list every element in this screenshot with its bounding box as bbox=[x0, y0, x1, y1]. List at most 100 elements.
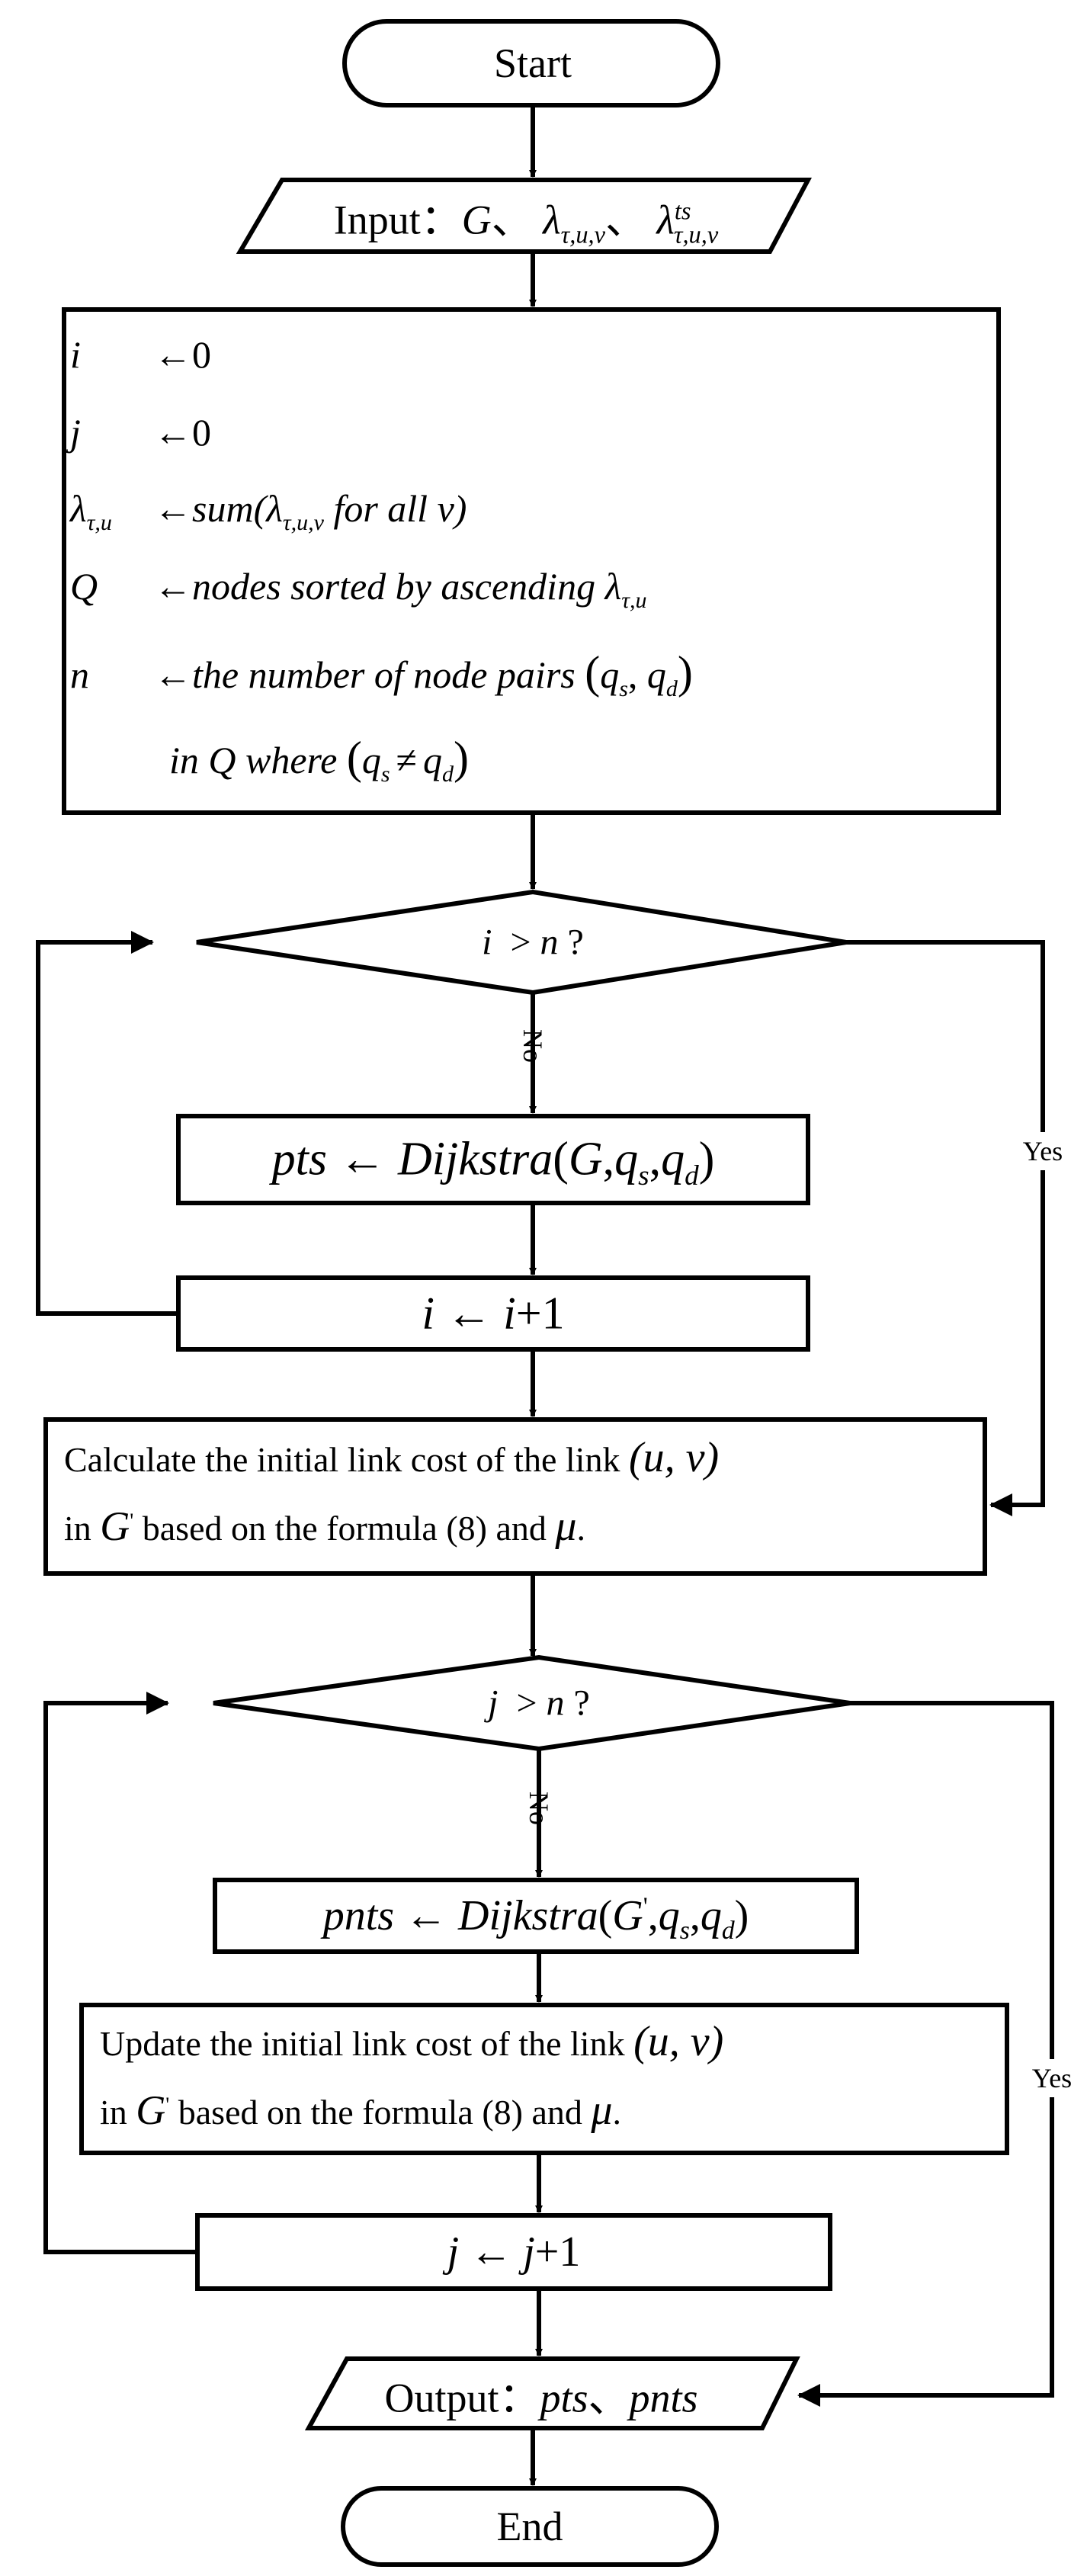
calc-dot: . bbox=[576, 1509, 585, 1548]
inc1-lhs: i bbox=[422, 1288, 435, 1339]
input-parallelogram bbox=[236, 178, 812, 254]
dijk1-label: pts ← Dijkstra(G,qs,qd) bbox=[271, 1133, 715, 1192]
init-lambda-arrow: ← bbox=[154, 487, 192, 530]
input-lambda-ts-sup: ts bbox=[674, 197, 691, 226]
calc-link-cost-box bbox=[43, 1417, 987, 1576]
dijk1-fn: Dijkstra bbox=[397, 1133, 553, 1185]
init-n-qd: q bbox=[646, 653, 666, 696]
init-q-arrow: ← bbox=[154, 565, 192, 608]
init-line-n: n←the number of node pairs (qs, qd) bbox=[70, 647, 693, 701]
dijk2-g-sup: ' bbox=[643, 1892, 648, 1921]
calc-text-2: based on the formula (8) and bbox=[133, 1509, 556, 1548]
input-lambda-ts-sub: τ,u,v bbox=[673, 221, 719, 249]
update-text-2: based on the formula (8) and bbox=[169, 2093, 592, 2132]
inc1-plus: +1 bbox=[515, 1288, 565, 1339]
update-in: in bbox=[100, 2093, 136, 2132]
update-dot: . bbox=[612, 2093, 621, 2132]
init-lambda-for-all: for all v) bbox=[323, 487, 467, 530]
init-where-qs-sub: s bbox=[380, 762, 390, 787]
dijk1-qd-sub: d bbox=[685, 1160, 699, 1192]
init-q-var: Q bbox=[70, 565, 98, 608]
inc1-label: i ← i+1 bbox=[422, 1288, 564, 1340]
init-line-lambda: λτ,u←sum(λτ,u,v for all v) bbox=[70, 486, 467, 534]
init-line-where: in Q where (qs≠qd) bbox=[169, 733, 469, 787]
dijk2-qs: q bbox=[658, 1892, 680, 1939]
input-lambda: λ bbox=[543, 197, 561, 243]
init-j-var: j bbox=[70, 411, 81, 454]
cond2-q: ? bbox=[573, 1683, 590, 1724]
init-where-text: in Q where bbox=[169, 739, 347, 781]
end-label: End bbox=[496, 2504, 563, 2549]
cond1-q: ? bbox=[567, 922, 584, 963]
dijk1-qs: q bbox=[614, 1133, 639, 1185]
init-n-qs: q bbox=[600, 653, 620, 696]
calc-mu: μ bbox=[555, 1503, 577, 1550]
output-parallelogram bbox=[304, 2356, 800, 2430]
update-line-2: in G' based on the formula (8) and μ. bbox=[100, 2086, 621, 2135]
input-sep2: 、 bbox=[605, 197, 647, 243]
calc-line-1: Calculate the initial link cost of the l… bbox=[64, 1433, 719, 1482]
dijk2-g: G bbox=[612, 1892, 643, 1939]
init-i-arrow: ← bbox=[154, 333, 192, 376]
cond1-rhs: n bbox=[540, 922, 559, 963]
dijk1-g: G bbox=[568, 1133, 603, 1185]
init-q-rhs: nodes sorted by ascending bbox=[192, 565, 605, 608]
init-n-qs-sub: s bbox=[619, 676, 628, 701]
cond1-op: > bbox=[510, 922, 531, 963]
inc2-arrow: ← bbox=[470, 2228, 513, 2276]
calc-text-1: Calculate the initial link cost of the l… bbox=[64, 1440, 629, 1479]
dijk1-lhs: pts bbox=[271, 1133, 327, 1185]
init-q-lambda: λ bbox=[604, 565, 622, 608]
update-g-sup: ' bbox=[165, 2092, 170, 2116]
output-label: Output：pts、pnts bbox=[384, 2364, 697, 2424]
init-lambda-var-sub: τ,u bbox=[86, 510, 112, 535]
input-lambda-ts: λ bbox=[656, 197, 675, 243]
init-lambda-rhs-sub: τ,u,v bbox=[282, 510, 324, 535]
cond2-rhs: n bbox=[546, 1683, 565, 1724]
update-line-1: Update the initial link cost of the link… bbox=[100, 2017, 723, 2066]
input-prefix: Input： bbox=[333, 197, 462, 243]
no-label-2: No bbox=[524, 1792, 554, 1825]
loop-back-2 bbox=[43, 1692, 197, 2254]
dijk1-qd: q bbox=[661, 1133, 685, 1185]
calc-uv: (u, v) bbox=[628, 1434, 720, 1481]
inc1-var: i bbox=[503, 1288, 516, 1339]
end-terminal bbox=[341, 2486, 719, 2567]
init-q-lambda-sub: τ,u bbox=[621, 588, 647, 613]
yes-edge-1 bbox=[846, 940, 1045, 1516]
cond2-label: j > n ? bbox=[488, 1683, 590, 1724]
start-label: Start bbox=[494, 40, 572, 86]
inc2-var: j bbox=[523, 2228, 535, 2276]
yes-edge-2 bbox=[797, 1701, 1054, 2407]
dijk2-fn: Dijkstra bbox=[458, 1892, 598, 1939]
init-where-qd: q bbox=[422, 739, 442, 781]
output-sep: 、 bbox=[588, 2375, 630, 2421]
output-pnts: pnts bbox=[629, 2375, 698, 2421]
cond2-var: j bbox=[488, 1683, 499, 1724]
input-sep1: 、 bbox=[491, 197, 533, 243]
dijk2-qs-sub: s bbox=[679, 1917, 690, 1946]
update-mu: μ bbox=[591, 2087, 613, 2134]
no-label-1: No bbox=[518, 1029, 548, 1063]
init-lambda-sum: sum( bbox=[192, 487, 267, 530]
input-g: G bbox=[461, 197, 492, 243]
output-pts: pts bbox=[540, 2375, 588, 2421]
calc-g-sup: ' bbox=[130, 1508, 134, 1532]
dijk1-arrow: ← bbox=[338, 1133, 386, 1185]
dijkstra-pnts-box bbox=[213, 1878, 859, 1954]
update-text-1: Update the initial link cost of the link bbox=[100, 2024, 634, 2063]
yes-label-1: Yes bbox=[1022, 1132, 1063, 1170]
dijk2-label: pnts ← Dijkstra(G',qs,qd) bbox=[322, 1892, 749, 1946]
init-line-q: Q ←nodes sorted by ascending λτ,u bbox=[70, 564, 646, 612]
update-uv: (u, v) bbox=[633, 2018, 724, 2065]
init-where-qs: q bbox=[361, 739, 381, 781]
input-label: Input：G、 λτ,u,v、 λtsτ,u,v bbox=[333, 186, 719, 249]
init-where-qd-sub: d bbox=[441, 762, 454, 787]
calc-line-2: in G' based on the formula (8) and μ. bbox=[64, 1502, 585, 1551]
inc2-label: j ← j+1 bbox=[447, 2228, 581, 2276]
dijk1-qs-sub: s bbox=[638, 1160, 649, 1192]
dijk2-qd: q bbox=[700, 1892, 722, 1939]
init-n-rhs: the number of node pairs bbox=[192, 653, 585, 696]
update-g: G bbox=[136, 2087, 166, 2133]
